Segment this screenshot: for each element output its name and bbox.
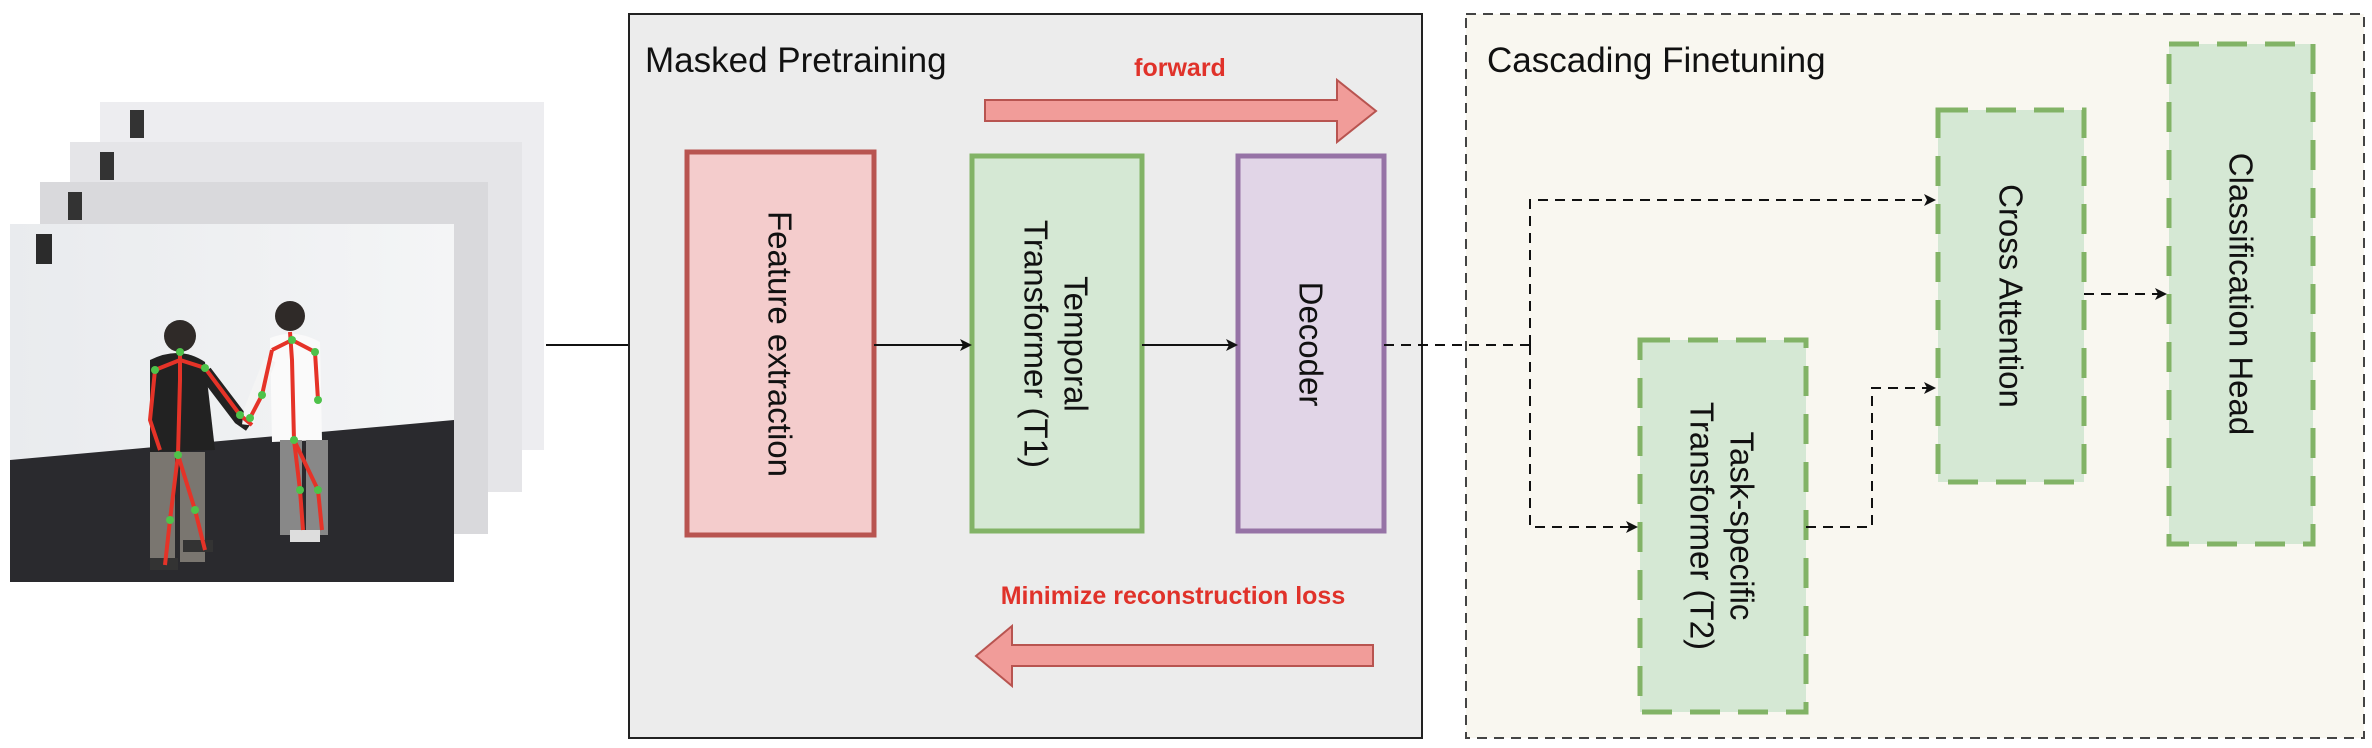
decoder-label: Decoder xyxy=(1293,282,1330,407)
decoder-block: Decoder xyxy=(1235,153,1387,534)
loss-arrow xyxy=(974,623,1374,689)
pretraining-title: Masked Pretraining xyxy=(645,41,947,80)
classification-head-block: Classification Head xyxy=(2166,41,2316,547)
task-label-line1: Task-specific xyxy=(1724,432,1761,621)
feature-extraction-block: Feature extraction xyxy=(684,149,877,538)
feature-extraction-label: Feature extraction xyxy=(762,211,799,477)
loss-label: Minimize reconstruction loss xyxy=(1001,582,1346,610)
forward-label: forward xyxy=(1134,54,1226,82)
classification-head-label: Classification Head xyxy=(2223,153,2260,435)
temporal-label-line2: Transformer (T1) xyxy=(1018,220,1055,468)
forward-arrow xyxy=(984,77,1378,145)
temporal-transformer-block: Temporal Transformer (T1) xyxy=(969,153,1145,534)
task-specific-transformer-block: Task-specific Transformer (T2) xyxy=(1637,337,1809,715)
cross-attention-block: Cross Attention xyxy=(1935,107,2087,485)
finetuning-title: Cascading Finetuning xyxy=(1487,41,1826,80)
pretraining-panel: Masked Pretraining forward Minimize reco… xyxy=(628,13,1423,739)
split-to-cross-attention-arrow xyxy=(1529,194,1936,345)
input-frames-icon xyxy=(10,102,544,582)
split-to-task-transformer-arrow xyxy=(1529,345,1638,533)
task-label-line2: Transformer (T2) xyxy=(1684,402,1721,650)
cross-attention-label: Cross Attention xyxy=(1993,184,2030,408)
temporal-label-line1: Temporal xyxy=(1058,276,1095,412)
finetuning-panel: Cascading Finetuning Task-specific Trans… xyxy=(1384,13,2365,739)
